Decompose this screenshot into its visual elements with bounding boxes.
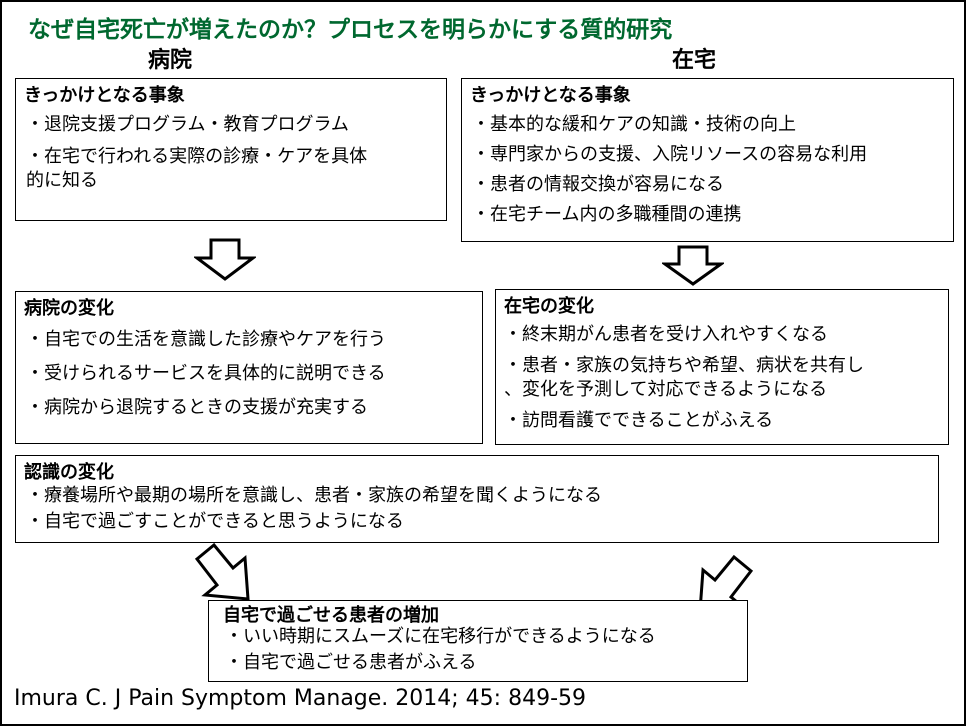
hospital-trigger-item: ・退院支援プログラム・教育プログラム — [26, 114, 349, 135]
home-change-item: 、変化を予測して対応できるようになる — [504, 379, 828, 400]
down-arrow-icon — [662, 245, 724, 286]
outcome-item: ・自宅で過ごせる患者がふえる — [225, 652, 477, 673]
home-trigger-item: ・専門家からの支援、入院リソースの容易な利用 — [472, 144, 868, 165]
recognition-change-item: ・自宅で過ごすことができると思うようになる — [26, 511, 404, 532]
hospital-trigger-item: 的に知る — [26, 170, 98, 191]
home-trigger-item: ・患者の情報交換が容易になる — [472, 174, 724, 195]
recognition-change-box: 認識の変化 ・療養場所や最期の場所を意識し、患者・家族の希望を聞くようになる ・… — [15, 455, 939, 543]
hospital-change-item: ・自宅での生活を意識した診療やケアを行う — [26, 329, 386, 350]
home-change-item: ・終末期がん患者を受け入れやすくなる — [504, 324, 828, 345]
hospital-change-box: 病院の変化 ・自宅での生活を意識した診療やケアを行う ・受けられるサービスを具体… — [15, 291, 483, 444]
home-change-item: ・患者・家族の気持ちや希望、病状を共有し — [504, 355, 864, 376]
outcome-heading: 自宅で過ごせる患者の増加 — [223, 605, 439, 626]
down-arrow-icon — [194, 238, 256, 281]
home-column-heading: 在宅 — [672, 48, 717, 73]
hospital-trigger-item: ・在宅で行われる実際の診療・ケアを具体 — [26, 146, 368, 167]
home-change-heading: 在宅の変化 — [504, 296, 594, 317]
diagonal-down-left-arrow-icon — [698, 554, 754, 613]
home-change-box: 在宅の変化 ・終末期がん患者を受け入れやすくなる ・患者・家族の気持ちや希望、病… — [495, 289, 949, 445]
hospital-change-item: ・病院から退院するときの支援が充実する — [26, 397, 368, 418]
hospital-change-item: ・受けられるサービスを具体的に説明できる — [26, 363, 386, 384]
recognition-change-heading: 認識の変化 — [24, 462, 114, 483]
citation: Imura C. J Pain Symptom Manage. 2014; 45… — [14, 686, 586, 711]
diagonal-down-right-arrow-icon — [194, 542, 250, 601]
home-trigger-heading: きっかけとなる事象 — [470, 85, 631, 106]
slide-title: なぜ自宅死亡が増えたのか？プロセスを明らかにする質的研究 — [28, 17, 673, 43]
home-change-item: ・訪問看護でできることがふえる — [504, 410, 774, 431]
outcome-item: ・いい時期にスムーズに在宅移行ができるようになる — [225, 626, 656, 647]
hospital-column-heading: 病院 — [148, 48, 193, 73]
home-trigger-box: きっかけとなる事象 ・基本的な緩和ケアの知識・技術の向上 ・専門家からの支援、入… — [461, 78, 954, 242]
hospital-trigger-heading: きっかけとなる事象 — [24, 85, 185, 106]
home-trigger-item: ・基本的な緩和ケアの知識・技術の向上 — [472, 114, 796, 135]
hospital-trigger-box: きっかけとなる事象 ・退院支援プログラム・教育プログラム ・在宅で行われる実際の… — [15, 78, 447, 221]
hospital-change-heading: 病院の変化 — [24, 298, 114, 319]
recognition-change-item: ・療養場所や最期の場所を意識し、患者・家族の希望を聞くようになる — [26, 485, 602, 506]
home-trigger-item: ・在宅チーム内の多職種間の連携 — [472, 204, 742, 225]
outcome-box: 自宅で過ごせる患者の増加 ・いい時期にスムーズに在宅移行ができるようになる ・自… — [208, 600, 748, 682]
